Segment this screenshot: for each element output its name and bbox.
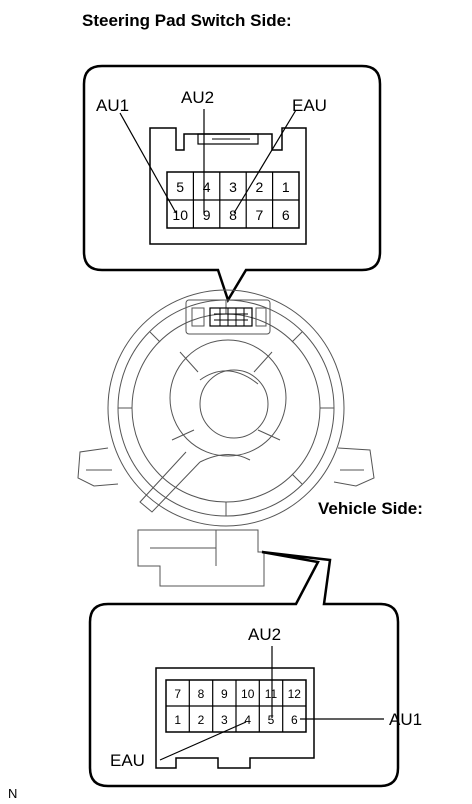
upper-pin-8: 8: [229, 207, 237, 223]
spiral-cable-illustration: [77, 289, 375, 587]
upper-pin-7: 7: [256, 207, 264, 223]
lower-pin-11: 11: [265, 687, 278, 701]
lower-pin-2: 2: [198, 713, 205, 727]
steering-pad-callout: 5 4 3 2 1 10 9 8 7 6 AU1 AU2 EAU: [82, 64, 382, 303]
lower-pin-7: 7: [174, 687, 181, 701]
au1-leader-line: [119, 112, 177, 214]
vehicle-side-title: Vehicle Side:: [318, 499, 423, 518]
lower-eau-leader-line: [159, 721, 247, 761]
lower-pin-4: 4: [244, 713, 251, 727]
upper-label-eau: EAU: [292, 96, 327, 115]
upper-pin-3: 3: [229, 179, 237, 195]
corner-note: N: [8, 786, 17, 801]
lower-label-au2: AU2: [248, 625, 281, 644]
steering-pad-side-title: Steering Pad Switch Side:: [82, 11, 292, 30]
lower-pin-12: 12: [288, 687, 302, 701]
lower-pin-3: 3: [221, 713, 228, 727]
vehicle-side-callout: 7 8 9 10 11 12 1 2 3 4 5 6 AU2 AU1 EAU: [88, 550, 422, 788]
upper-pin-5: 5: [176, 179, 184, 195]
eau-leader-line: [233, 109, 297, 214]
upper-label-au2: AU2: [181, 88, 214, 107]
upper-pin-9: 9: [203, 207, 211, 223]
lower-pin-8: 8: [198, 687, 205, 701]
lower-pin-9: 9: [221, 687, 228, 701]
lower-pin-5: 5: [268, 713, 275, 727]
upper-pin-2: 2: [256, 179, 264, 195]
upper-pin-4: 4: [203, 179, 211, 195]
lower-label-au1: AU1: [389, 710, 422, 729]
lower-label-eau: EAU: [110, 751, 145, 770]
lower-pin-10: 10: [241, 687, 255, 701]
upper-label-au1: AU1: [96, 96, 129, 115]
upper-pin-1: 1: [282, 179, 290, 195]
lower-pin-6: 6: [291, 713, 298, 727]
lower-pin-1: 1: [174, 713, 181, 727]
upper-pin-6: 6: [282, 207, 290, 223]
upper-pin-10: 10: [172, 207, 188, 223]
